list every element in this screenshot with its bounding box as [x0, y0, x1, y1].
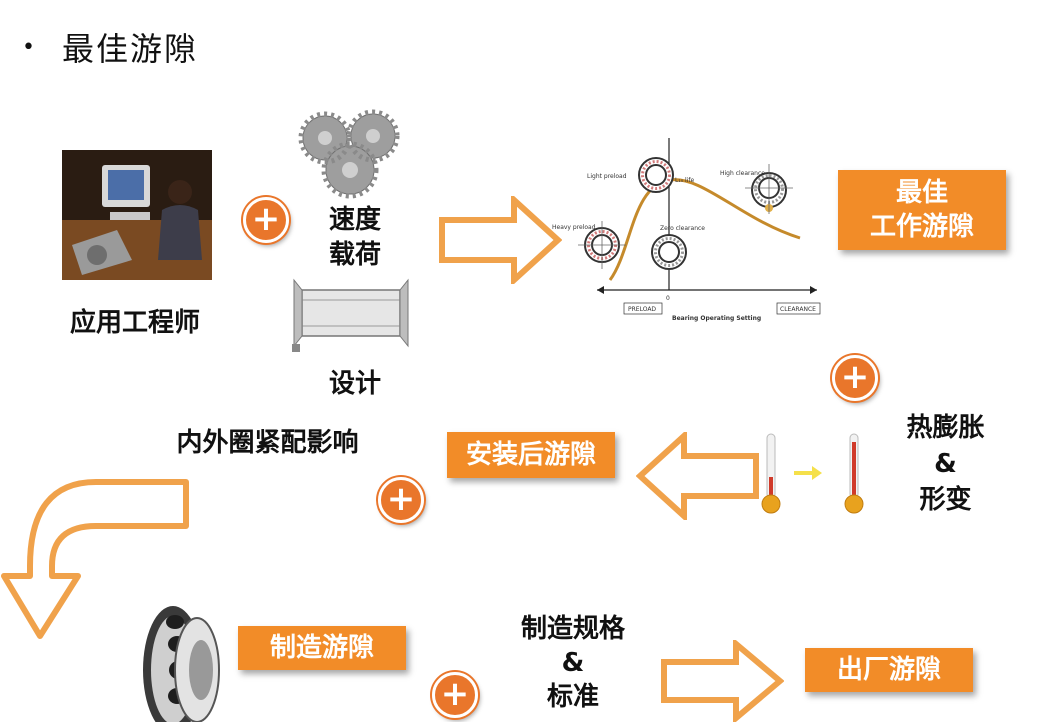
bearing-icon-zero-clearance — [651, 234, 687, 270]
u-turn-arrow-icon — [1, 479, 189, 639]
thermometers-icon — [761, 433, 864, 514]
thermal-line-1: 热膨胀 — [906, 413, 985, 443]
engineer-label: 应用工程师 — [69, 308, 200, 338]
label-light-preload: Light preload — [587, 173, 627, 180]
clearance-label: CLEARANCE — [780, 306, 816, 313]
bearing-setting-graph: Light preload Heavy preload Zero clearan… — [552, 138, 821, 322]
optimal-line-1: 最佳 — [895, 178, 948, 208]
arrow-right-icon — [661, 640, 784, 722]
design-drawing-icon — [292, 278, 409, 352]
bearing-icon-light-preload — [638, 157, 674, 193]
plus-icon: + — [243, 197, 289, 243]
arrow-right-icon — [439, 196, 562, 284]
preload-label: PRELOAD — [628, 306, 656, 313]
bullet: • — [22, 34, 35, 60]
graph-axis-title: Bearing Operating Setting — [672, 315, 761, 322]
gears-icon — [298, 109, 400, 199]
load-label: 载荷 — [328, 240, 381, 270]
arrow-left-icon — [636, 432, 759, 520]
mfg-spec-line-1: 制造规格 — [520, 614, 625, 644]
speed-label: 速度 — [328, 205, 381, 235]
factory-clearance-box: 出厂游隙 — [805, 648, 973, 692]
plus-icon: + — [832, 355, 878, 401]
label-life: L₁₀ life — [675, 177, 695, 184]
transition-arrow-icon — [794, 466, 822, 480]
thermal-line-3: 形变 — [919, 485, 972, 515]
label-zero-clearance: Zero clearance — [660, 225, 705, 232]
plus-icon: + — [378, 477, 424, 523]
mfg-spec-line-2: & — [561, 648, 585, 678]
fit-effect-label: 内外圈紧配影响 — [176, 428, 359, 458]
engineer-photo — [62, 150, 212, 280]
mfg-spec-label: 制造规格 & 标准 — [498, 612, 648, 714]
design-label: 设计 — [328, 369, 381, 399]
installed-clearance-box: 安装后游隙 — [447, 432, 615, 478]
title-row: • 最佳游隙 — [22, 24, 198, 70]
label-high-clearance: High clearance — [720, 170, 765, 177]
thermal-line-2: & — [934, 449, 957, 479]
thermal-label: 热膨胀 & 形变 — [878, 410, 1013, 518]
axis-zero-label: 0 — [666, 295, 670, 302]
optimal-clearance-box: 最佳 工作游隙 — [838, 170, 1006, 250]
label-heavy-preload: Heavy preload — [552, 224, 596, 231]
manufacturing-clearance-box: 制造游隙 — [238, 626, 406, 670]
page-title: 最佳游隙 — [62, 30, 199, 68]
plus-icon: + — [432, 672, 478, 718]
mfg-spec-line-3: 标准 — [546, 682, 599, 712]
optimal-line-2: 工作游隙 — [869, 212, 974, 242]
bearing-photo — [143, 606, 220, 722]
